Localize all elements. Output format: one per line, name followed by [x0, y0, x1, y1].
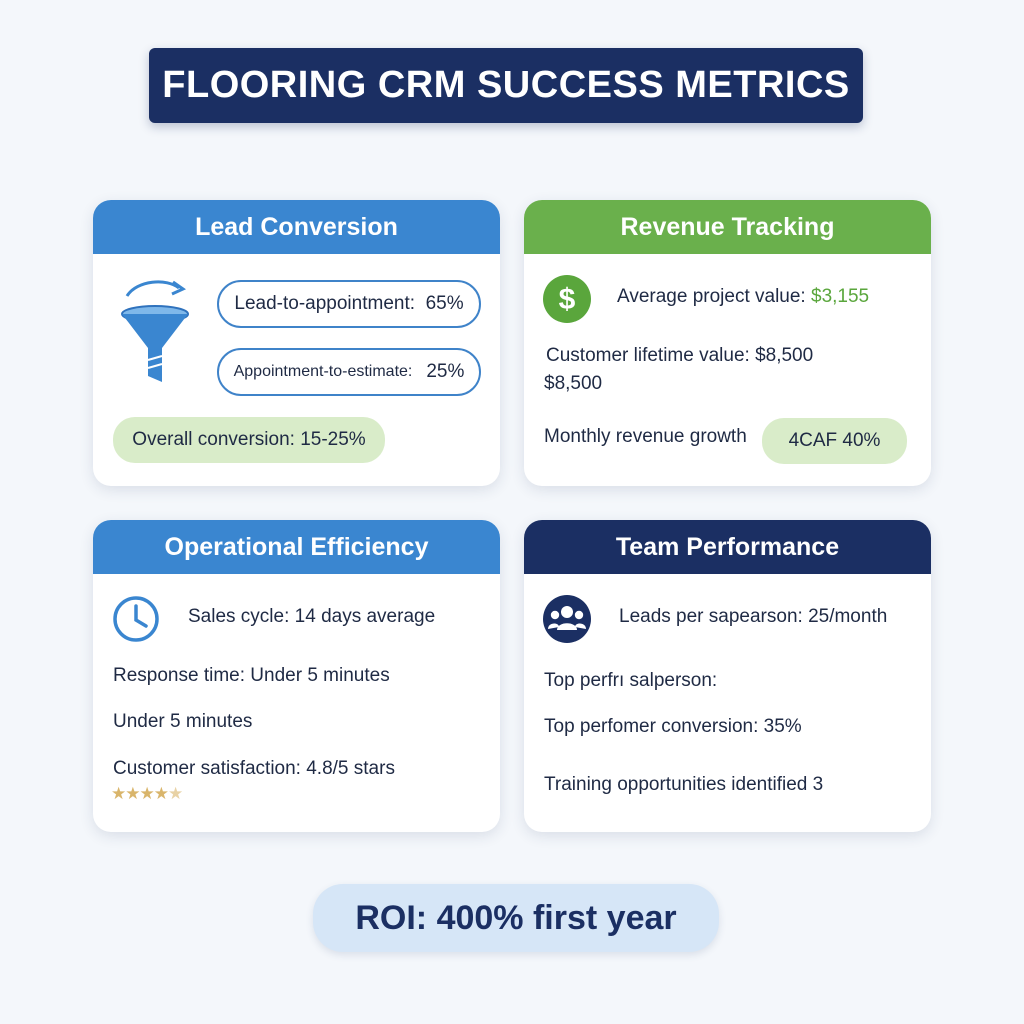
star-half-icon: ★ — [168, 784, 183, 803]
svg-text:$: $ — [559, 283, 576, 316]
response-time-repeat: Under 5 minutes — [113, 711, 253, 732]
appointment-to-estimate-pill: Appointment-to-estimate: 25% — [217, 348, 481, 396]
roi-text: ROI: 400% first year — [355, 898, 677, 937]
team-performance-header: Team Performance — [524, 520, 931, 574]
sales-cycle: Sales cycle: 14 days average — [188, 606, 436, 627]
dollar-icon: $ — [543, 275, 591, 323]
star-icon: ★ — [153, 784, 169, 803]
revenue-tracking-header: Revenue Tracking — [524, 200, 931, 254]
revenue-tracking-card: Revenue Tracking $ Average project value… — [524, 200, 931, 486]
star-icon: ★ — [125, 784, 140, 803]
training-opportunities: Training opportunities identified 3 — [544, 774, 824, 795]
leads-per-salesperson: Leads per sapearson: 25/month — [619, 606, 888, 627]
roi-banner: ROI: 400% first year — [313, 884, 719, 952]
top-performer-salesperson: Top perfrı salperson: — [544, 670, 718, 691]
star-rating: ★★★★★ — [111, 784, 183, 804]
lead-conversion-header: Lead Conversion — [93, 200, 500, 254]
monthly-revenue-growth-badge: 4CAF 40% — [762, 418, 907, 464]
team-icon — [543, 595, 591, 643]
operational-efficiency-header: Operational Efficiency — [93, 520, 500, 574]
page-title-banner: FLOORING CRM SUCCESS METRICS — [149, 48, 863, 123]
clock-icon — [113, 596, 159, 642]
page-title: FLOORING CRM SUCCESS METRICS — [162, 64, 850, 106]
top-performer-conversion: Top perfomer conversion: 35% — [544, 716, 802, 737]
lead-conversion-title: Lead Conversion — [195, 212, 398, 241]
monthly-revenue-growth-label: Monthly revenue growth — [544, 426, 747, 447]
lead-conversion-card: Lead Conversion Lead-to-appointment: 65%… — [93, 200, 500, 486]
star-icon: ★ — [139, 784, 155, 803]
customer-lifetime-value: Customer lifetime value: $8,500 — [546, 345, 814, 366]
team-performance-title: Team Performance — [615, 532, 840, 561]
average-project-value: Average project value: $3,155 — [617, 286, 870, 307]
lead-to-appointment-pill: Lead-to-appointment: 65% — [217, 280, 481, 328]
operational-efficiency-title: Operational Efficiency — [164, 532, 429, 561]
response-time: Response time: Under 5 minutes — [113, 665, 390, 686]
funnel-icon — [121, 280, 189, 382]
operational-efficiency-card: Operational Efficiency Sales cycle: 14 d… — [93, 520, 500, 832]
revenue-tracking-title: Revenue Tracking — [620, 212, 835, 241]
overall-conversion-badge: Overall conversion: 15-25% — [113, 417, 385, 463]
team-performance-card: Team Performance Leads per sapearson: 25… — [524, 520, 931, 832]
customer-lifetime-value-repeat: $8,500 — [544, 373, 603, 394]
star-icon: ★ — [111, 784, 126, 803]
customer-satisfaction: Customer satisfaction: 4.8/5 stars — [113, 758, 395, 779]
